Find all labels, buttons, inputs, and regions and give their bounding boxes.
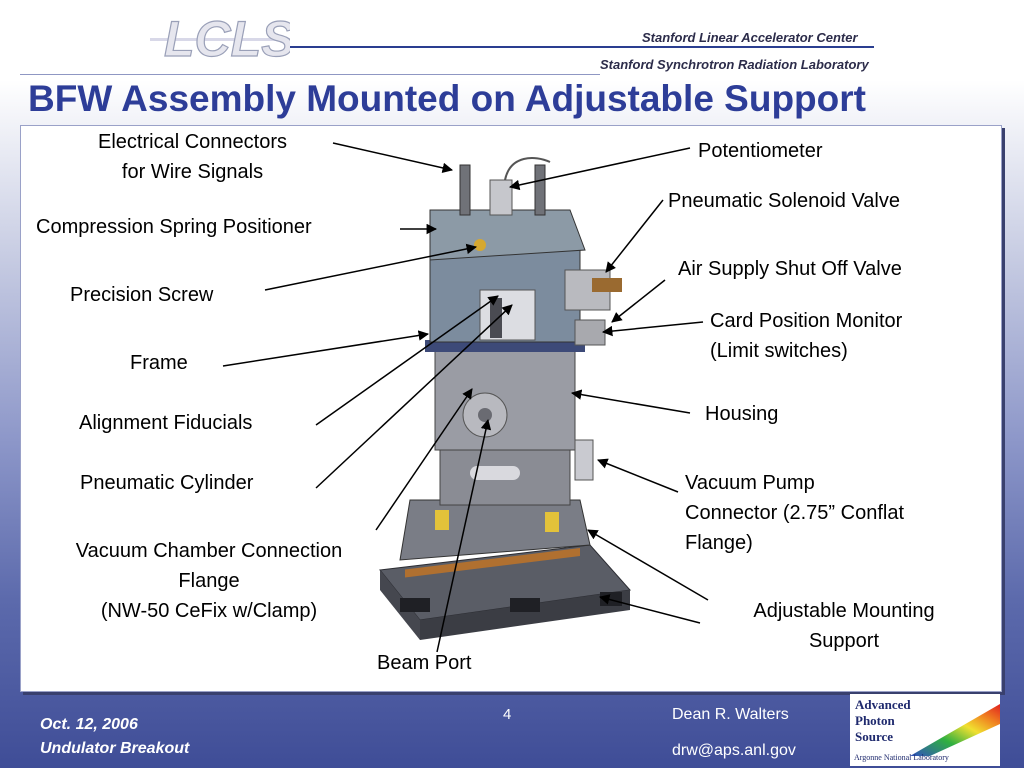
label-card-position-monitor-line2: (Limit switches) xyxy=(710,340,848,362)
label-frame: Frame xyxy=(130,352,188,374)
label-potentiometer: Potentiometer xyxy=(698,140,823,162)
arrow-alignment-fiducials xyxy=(315,295,499,426)
label-vacuum-chamber-line2: Flange xyxy=(178,570,240,592)
label-pneumatic-solenoid-valve: Pneumatic Solenoid Valve xyxy=(668,190,900,212)
arrow-frame xyxy=(222,330,430,367)
label-adjustable-mounting-line1: Adjustable Mounting xyxy=(753,600,935,622)
arrow-vacuum-pump xyxy=(597,458,679,493)
label-precision-screw: Precision Screw xyxy=(70,284,214,306)
label-electrical-connectors-line2: for Wire Signals xyxy=(121,161,264,183)
label-adjustable-mounting-support: Adjustable Mounting Support xyxy=(718,596,970,656)
label-electrical-connectors-line1: Electrical Connectors xyxy=(98,131,287,153)
footer-date: Oct. 12, 2006 xyxy=(40,716,138,733)
label-vacuum-pump-line1: Vacuum Pump xyxy=(685,472,815,494)
label-electrical-connectors: Electrical Connectors for Wire Signals xyxy=(60,127,325,187)
page-number: 4 xyxy=(503,706,512,723)
org-name-ssrl: Stanford Synchrotron Radiation Laborator… xyxy=(600,57,869,72)
label-vacuum-pump-line2: Connector (2.75” Conflat xyxy=(685,502,905,524)
label-compression-spring-positioner: Compression Spring Positioner xyxy=(36,216,312,238)
label-adjustable-mounting-line2: Support xyxy=(808,630,880,652)
footer-email: drw@aps.anl.gov xyxy=(672,742,796,759)
svg-text:Argonne National Laboratory: Argonne National Laboratory xyxy=(854,753,949,762)
assembly-illustration xyxy=(379,157,631,640)
svg-text:Source: Source xyxy=(855,729,893,744)
arrow-air-supply-shutoff xyxy=(611,279,666,323)
svg-text:LCLS: LCLS xyxy=(164,11,290,67)
label-card-position-monitor-line1: Card Position Monitor xyxy=(710,310,903,332)
arrow-pneumatic-cylinder xyxy=(315,304,513,489)
arrow-potentiometer xyxy=(508,147,691,191)
label-pneumatic-cylinder: Pneumatic Cylinder xyxy=(80,472,254,494)
arrow-vacuum-chamber xyxy=(375,388,473,531)
footer-session: Undulator Breakout xyxy=(40,740,190,757)
arrow-card-position-monitor xyxy=(601,321,704,337)
lcls-logo: LCLS xyxy=(150,10,290,68)
arrow-adjustable-mounting-a xyxy=(587,529,709,601)
slide-title: BFW Assembly Mounted on Adjustable Suppo… xyxy=(28,78,866,119)
arrow-pneumatic-solenoid-valve xyxy=(605,199,664,273)
footer-author: Dean R. Walters xyxy=(672,706,789,723)
label-housing: Housing xyxy=(705,403,779,425)
arrow-electrical-connectors xyxy=(332,142,454,174)
org-name-slac: Stanford Linear Accelerator Center xyxy=(642,30,858,45)
label-air-supply-shutoff-valve: Air Supply Shut Off Valve xyxy=(678,258,902,280)
label-vacuum-chamber-line1: Vacuum Chamber Connection xyxy=(75,540,343,562)
label-beam-port: Beam Port xyxy=(377,652,472,674)
label-vacuum-chamber-line3: (NW-50 CeFix w/Clamp) xyxy=(100,600,318,622)
svg-text:Photon: Photon xyxy=(855,713,896,728)
aps-logo: Advanced Photon Source Argonne National … xyxy=(850,694,1000,766)
header-rule-top xyxy=(290,46,874,48)
arrow-housing xyxy=(570,389,691,414)
arrow-adjustable-mounting-b xyxy=(598,594,701,624)
arrow-beam-port xyxy=(436,418,492,653)
svg-text:Advanced: Advanced xyxy=(855,697,911,712)
label-vacuum-pump-connector: Vacuum Pump Connector (2.75” Conflat Fla… xyxy=(685,468,904,558)
arrow-precision-screw xyxy=(264,243,478,291)
label-vacuum-chamber-connection: Vacuum Chamber Connection Flange (NW-50 … xyxy=(30,536,388,626)
label-vacuum-pump-line3: Flange) xyxy=(685,532,753,554)
label-alignment-fiducials: Alignment Fiducials xyxy=(79,412,253,434)
header-rule-bottom xyxy=(20,74,600,75)
label-card-position-monitor: Card Position Monitor (Limit switches) xyxy=(710,306,902,366)
